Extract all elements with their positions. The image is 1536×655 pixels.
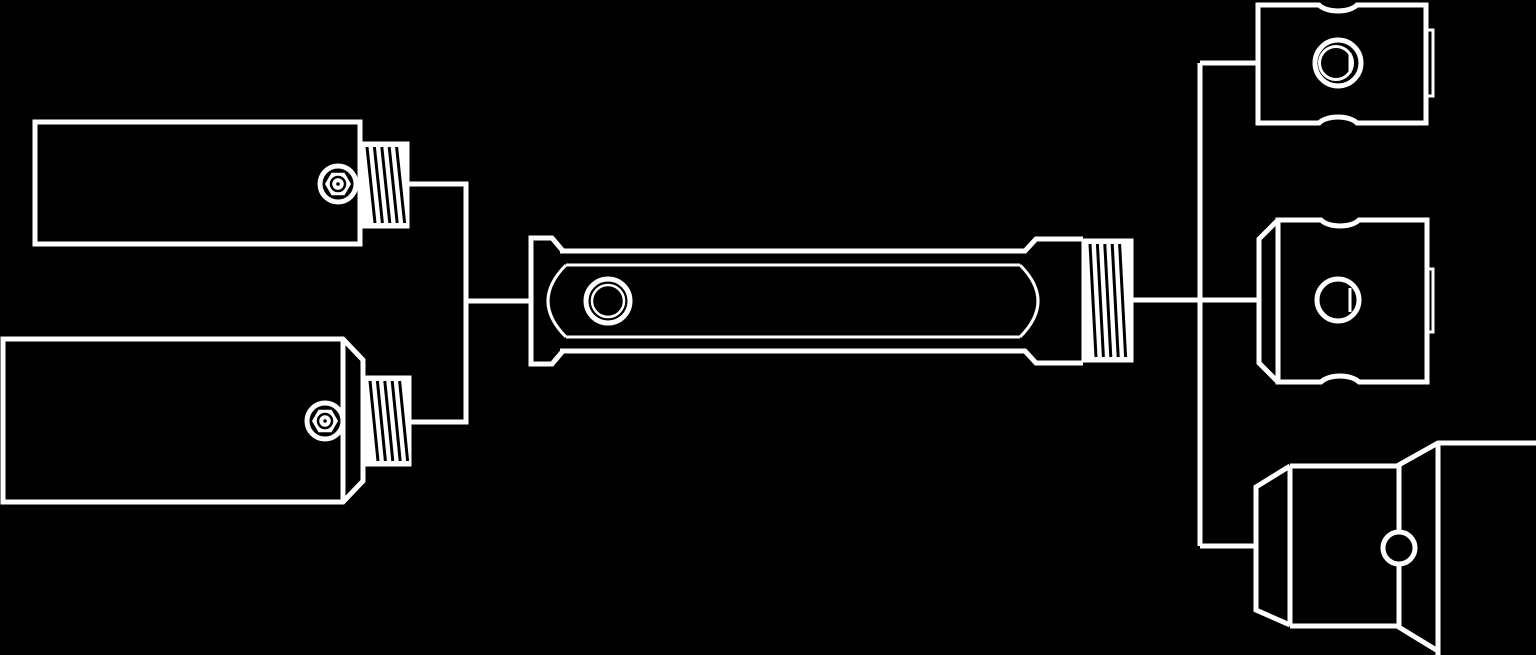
cylinder-outer-bottom — [560, 348, 1083, 366]
threaded-fitting-top — [360, 141, 410, 229]
side-tab — [1424, 28, 1435, 98]
coil-body — [1255, 2, 1429, 126]
device-top-right — [1255, 2, 1435, 126]
cylinder-outer-top — [560, 236, 1083, 254]
threaded-outlet — [1081, 238, 1134, 363]
threaded-fitting-bottom — [363, 375, 412, 467]
motor-body — [1287, 463, 1397, 629]
left-junction — [408, 181, 532, 425]
pump-top-left — [32, 119, 410, 247]
center-port-icon — [1312, 37, 1364, 89]
view-port-icon — [583, 276, 633, 326]
cylinder-end-cap — [528, 235, 565, 367]
coil-body — [1275, 217, 1430, 385]
hex-bolt-icon — [304, 400, 346, 442]
hex-bolt-icon — [317, 163, 359, 205]
center-port-icon — [1314, 276, 1362, 324]
bolt-center — [336, 182, 340, 186]
bevel-facet — [1253, 463, 1292, 628]
pump-bottom-left — [0, 336, 412, 505]
cylinder-inner-bore — [546, 263, 1040, 339]
flange-plate — [1395, 440, 1536, 655]
right-junction — [1132, 60, 1258, 549]
device-bottom-right — [1253, 440, 1536, 655]
side-tab — [1425, 267, 1435, 334]
bevel-facet — [1256, 218, 1280, 384]
device-middle-right — [1256, 217, 1435, 385]
bolt-center — [323, 419, 327, 423]
pump-top-body — [32, 119, 363, 247]
sight-glass-cylinder — [528, 235, 1134, 367]
seam-port-icon — [1380, 529, 1418, 567]
left-junction-bus — [408, 181, 469, 425]
